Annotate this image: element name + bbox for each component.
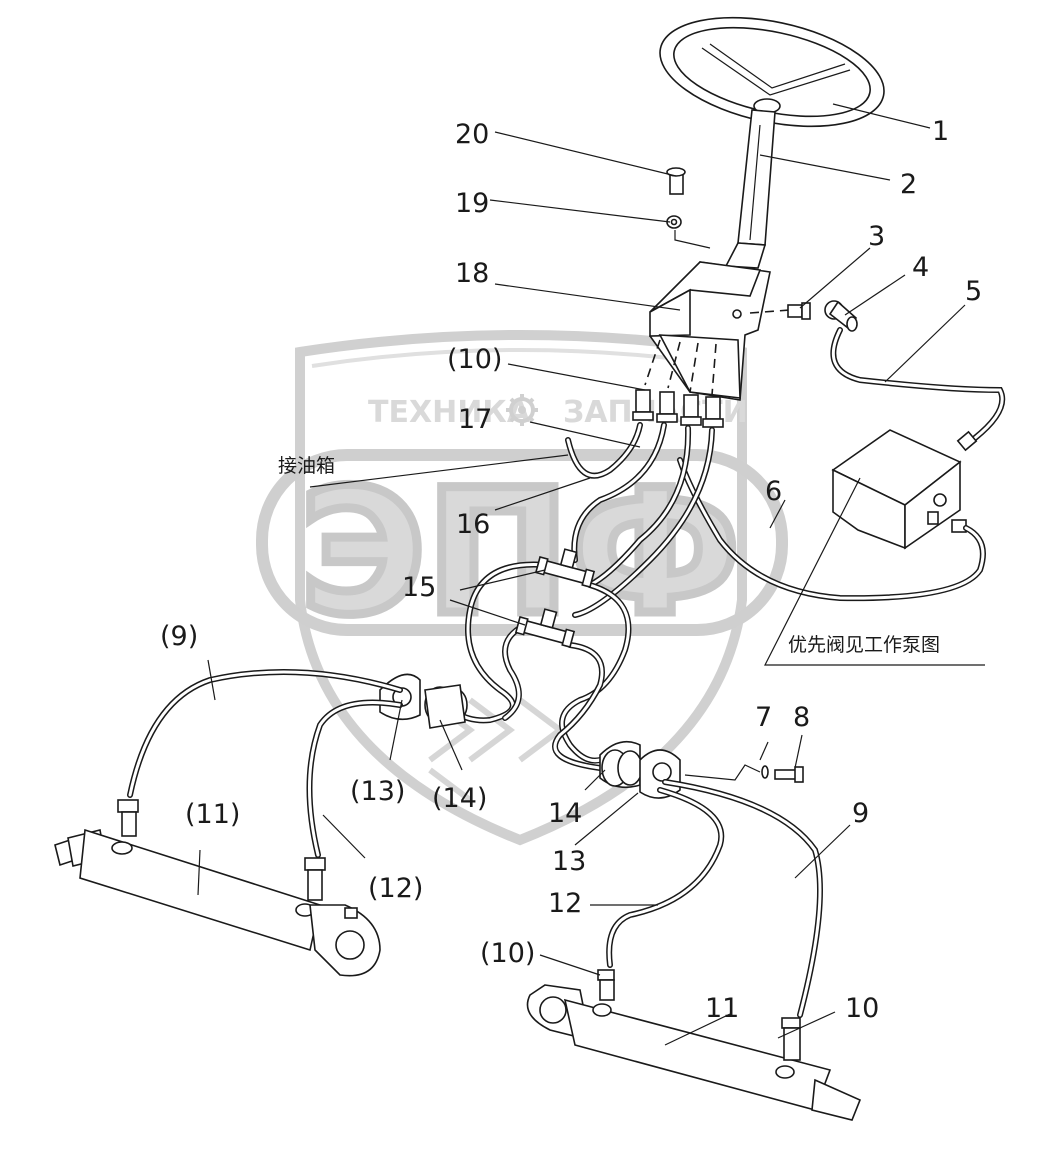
callouts: 1 2 3 4 5 6 7 8 9 (9) 10 (10) (10) 11 (1… <box>160 116 982 1024</box>
flange-right <box>599 740 681 799</box>
hose-right-12 <box>606 787 725 968</box>
callout-3: 3 <box>868 221 885 252</box>
steering-wheel <box>659 16 885 128</box>
cylinder-right <box>526 969 862 1121</box>
callout-13-paren: (13) <box>350 776 405 807</box>
callout-12-paren: (12) <box>368 873 423 904</box>
callout-9: 9 <box>852 798 869 829</box>
hose-6 <box>677 457 986 602</box>
callout-6: 6 <box>765 476 782 507</box>
hose-5 <box>830 327 1006 452</box>
watermark-subtitle-left: ТЕХНИКА <box>368 395 531 430</box>
callout-11-paren: (11) <box>185 799 240 830</box>
leader-lines <box>197 103 985 1046</box>
steering-gear-unit <box>644 261 791 401</box>
callout-12: 12 <box>548 888 582 919</box>
callout-11: 11 <box>705 993 739 1024</box>
hose-left-9 <box>127 669 403 798</box>
callout-10-paren-bottom: (10) <box>480 938 535 969</box>
callout-1: 1 <box>932 116 949 147</box>
note-priority-valve: 优先阀见工作泵图 <box>788 634 940 656</box>
callout-14-paren: (14) <box>432 783 487 814</box>
callout-2: 2 <box>900 169 917 200</box>
fitting-3 <box>787 302 811 320</box>
bolt-8 <box>774 766 804 783</box>
watermark: ЭПФ ТЕХНИКА ЗАПЧАСТИ <box>256 330 788 846</box>
callout-15: 15 <box>402 572 436 603</box>
callout-17: 17 <box>458 404 492 435</box>
callout-18: 18 <box>455 258 489 289</box>
callout-13: 13 <box>552 846 586 877</box>
hose-left-12 <box>306 699 403 858</box>
callout-5: 5 <box>965 276 982 307</box>
manifold-fittings-10 <box>632 389 724 428</box>
bolt <box>666 167 686 195</box>
cylinder-left <box>54 799 381 977</box>
hoses-main <box>452 422 715 771</box>
callout-9-paren: (9) <box>160 621 198 652</box>
callout-4: 4 <box>912 252 929 283</box>
callout-7: 7 <box>755 702 772 733</box>
gear-icon <box>506 394 538 426</box>
shield-emblem <box>295 330 747 846</box>
priority-valve <box>831 429 967 550</box>
callout-8: 8 <box>793 702 810 733</box>
callout-16: 16 <box>456 509 490 540</box>
callout-19: 19 <box>455 188 489 219</box>
note-oil-tank: 接油箱 <box>278 455 335 477</box>
washer-7 <box>761 765 769 779</box>
callout-10-paren-top: (10) <box>447 344 502 375</box>
callout-20: 20 <box>455 119 489 150</box>
hose-right-9 <box>662 779 823 1018</box>
callout-14: 14 <box>548 798 582 829</box>
elbow-fitting-4 <box>824 300 858 332</box>
callout-10: 10 <box>845 993 879 1024</box>
tee-fittings-15 <box>514 548 596 648</box>
steering-column <box>724 109 776 269</box>
